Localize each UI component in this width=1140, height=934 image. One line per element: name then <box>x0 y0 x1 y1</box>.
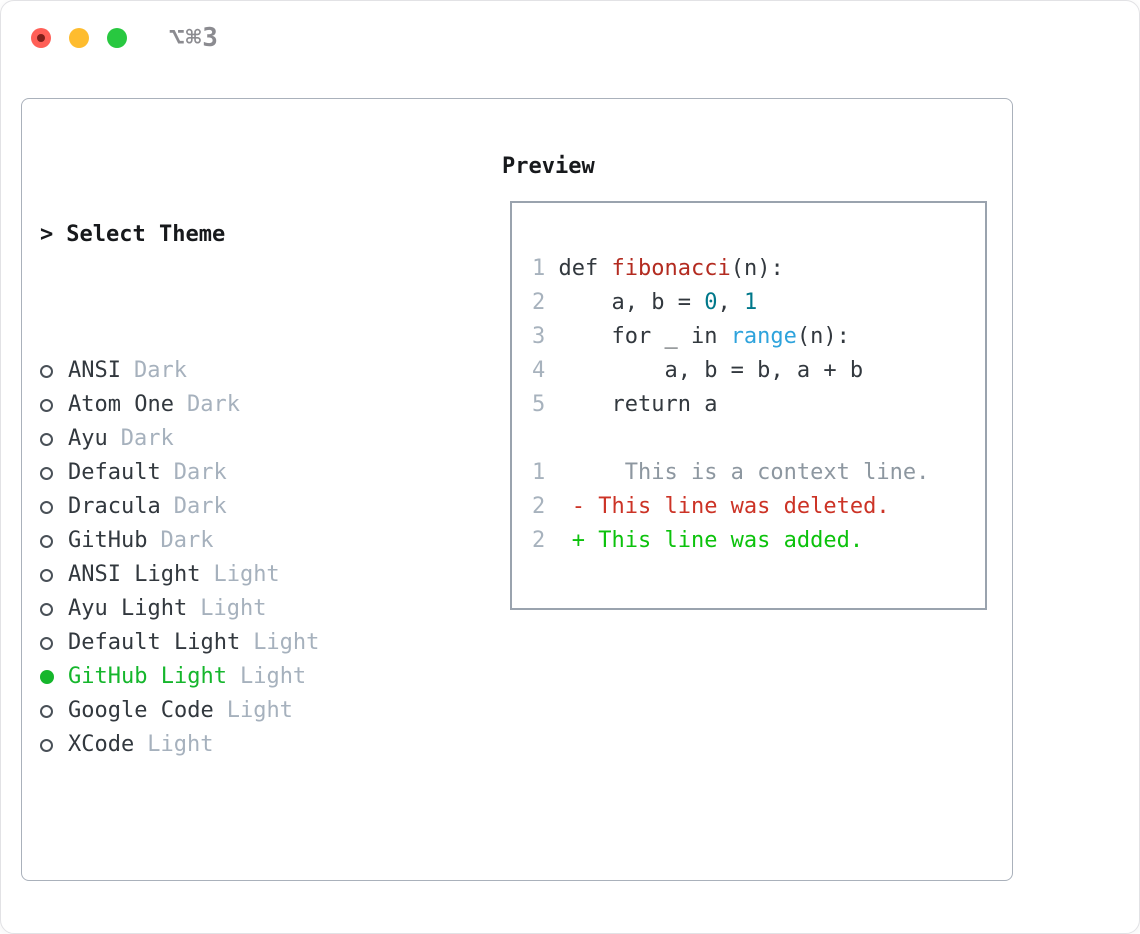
radio-icon <box>40 432 53 446</box>
theme-variant: Dark <box>160 528 214 553</box>
code-line: 4 a, b = b, a + b <box>532 354 985 388</box>
code-line: 2 + This line was added. <box>532 524 985 558</box>
line-number: 1 <box>532 256 559 281</box>
theme-option-xcode[interactable]: XCode Light <box>40 728 480 762</box>
theme-option-default[interactable]: Default Dark <box>40 456 480 490</box>
select-theme-heading: > Select Theme <box>40 218 480 252</box>
window-title: ⌥⌘3 <box>169 23 219 53</box>
theme-option-ayu[interactable]: Ayu Dark <box>40 422 480 456</box>
theme-option-ansi-light[interactable]: ANSI Light Light <box>40 558 480 592</box>
theme-name: Default Light <box>68 630 241 655</box>
radio-icon <box>40 466 53 480</box>
prompt-caret-icon: > <box>40 222 54 247</box>
line-number: 2 <box>532 528 559 553</box>
theme-name: Dracula <box>68 494 161 519</box>
radio-icon <box>40 398 53 412</box>
radio-selected-icon <box>40 670 54 684</box>
code-token: for _ in <box>558 324 731 349</box>
theme-name: Google Code <box>68 698 214 723</box>
theme-option-ansi[interactable]: ANSI Dark <box>40 354 480 388</box>
theme-variant: Dark <box>173 460 227 485</box>
theme-name: ANSI <box>68 358 121 383</box>
line-number: 2 <box>532 494 559 519</box>
code-token: range <box>730 324 797 349</box>
line-number: 1 <box>532 460 559 485</box>
preview-title: Preview <box>502 154 595 179</box>
code-token: 1 <box>743 290 758 315</box>
theme-name: XCode <box>68 732 135 757</box>
theme-variant: Dark <box>120 426 174 451</box>
close-button[interactable] <box>31 28 51 48</box>
code-token: return a <box>558 392 718 417</box>
code-token: 0 <box>704 290 718 315</box>
minimize-button[interactable] <box>69 28 89 48</box>
theme-option-default-light[interactable]: Default Light Light <box>40 626 480 660</box>
radio-icon <box>40 704 53 718</box>
radio-icon <box>40 534 53 548</box>
theme-option-github-light[interactable]: GitHub Light Light <box>40 660 480 694</box>
theme-variant: Dark <box>186 392 240 417</box>
theme-name: GitHub <box>68 528 148 553</box>
line-number: 2 <box>532 290 559 315</box>
code-token: def <box>558 256 612 281</box>
theme-variant: Dark <box>133 358 187 383</box>
code-line: 2 a, b = 0, 1 <box>532 286 985 320</box>
zoom-button[interactable] <box>107 28 127 48</box>
theme-variant: Light <box>226 698 293 723</box>
theme-variant: Light <box>253 630 320 655</box>
theme-name: Atom One <box>68 392 174 417</box>
theme-variant: Light <box>147 732 214 757</box>
theme-option-dracula[interactable]: Dracula Dark <box>40 490 480 524</box>
radio-icon <box>40 636 53 650</box>
radio-icon <box>40 602 53 616</box>
code-token: (n): <box>730 256 784 281</box>
theme-option-ayu-light[interactable]: Ayu Light Light <box>40 592 480 626</box>
spacer <box>40 864 480 898</box>
theme-name: Ayu <box>68 426 108 451</box>
theme-name: Default <box>68 460 161 485</box>
code-token: , <box>717 290 744 315</box>
code-token: This is a context line. <box>558 460 930 485</box>
code-line: 2 - This line was deleted. <box>532 490 985 524</box>
theme-option-google-code[interactable]: Google Code Light <box>40 694 480 728</box>
theme-variant: Light <box>200 596 267 621</box>
code-line: 3 for _ in range(n): <box>532 320 985 354</box>
theme-name: GitHub Light <box>68 664 227 689</box>
code-token: a, b = <box>558 290 705 315</box>
theme-name: Ayu Light <box>68 596 188 621</box>
code-line: 1 def fibonacci(n): <box>532 252 985 286</box>
theme-variant: Dark <box>173 494 227 519</box>
theme-option-atom-one[interactable]: Atom One Dark <box>40 388 480 422</box>
theme-option-github[interactable]: GitHub Dark <box>40 524 480 558</box>
blank-line <box>532 422 985 456</box>
line-number: 3 <box>532 324 559 349</box>
code-token: + This line was added. <box>558 528 864 553</box>
code-line: 1 This is a context line. <box>532 456 985 490</box>
code-token: (n): <box>796 324 850 349</box>
theme-name: ANSI Light <box>68 562 201 587</box>
radio-icon <box>40 738 53 752</box>
line-number: 5 <box>532 392 559 417</box>
code-line: 5 return a <box>532 388 985 422</box>
theme-variant: Light <box>213 562 280 587</box>
line-number: 4 <box>532 358 559 383</box>
radio-icon <box>40 568 53 582</box>
code-token: - This line was deleted. <box>558 494 890 519</box>
radio-icon <box>40 500 53 514</box>
theme-variant: Light <box>239 664 307 689</box>
title-bar: ⌥⌘3 <box>1 1 1139 76</box>
code-token: fibonacci <box>611 256 731 281</box>
radio-icon <box>40 364 53 378</box>
select-theme-title: Select Theme <box>66 222 226 247</box>
code-token: a, b = b, a + b <box>558 358 864 383</box>
